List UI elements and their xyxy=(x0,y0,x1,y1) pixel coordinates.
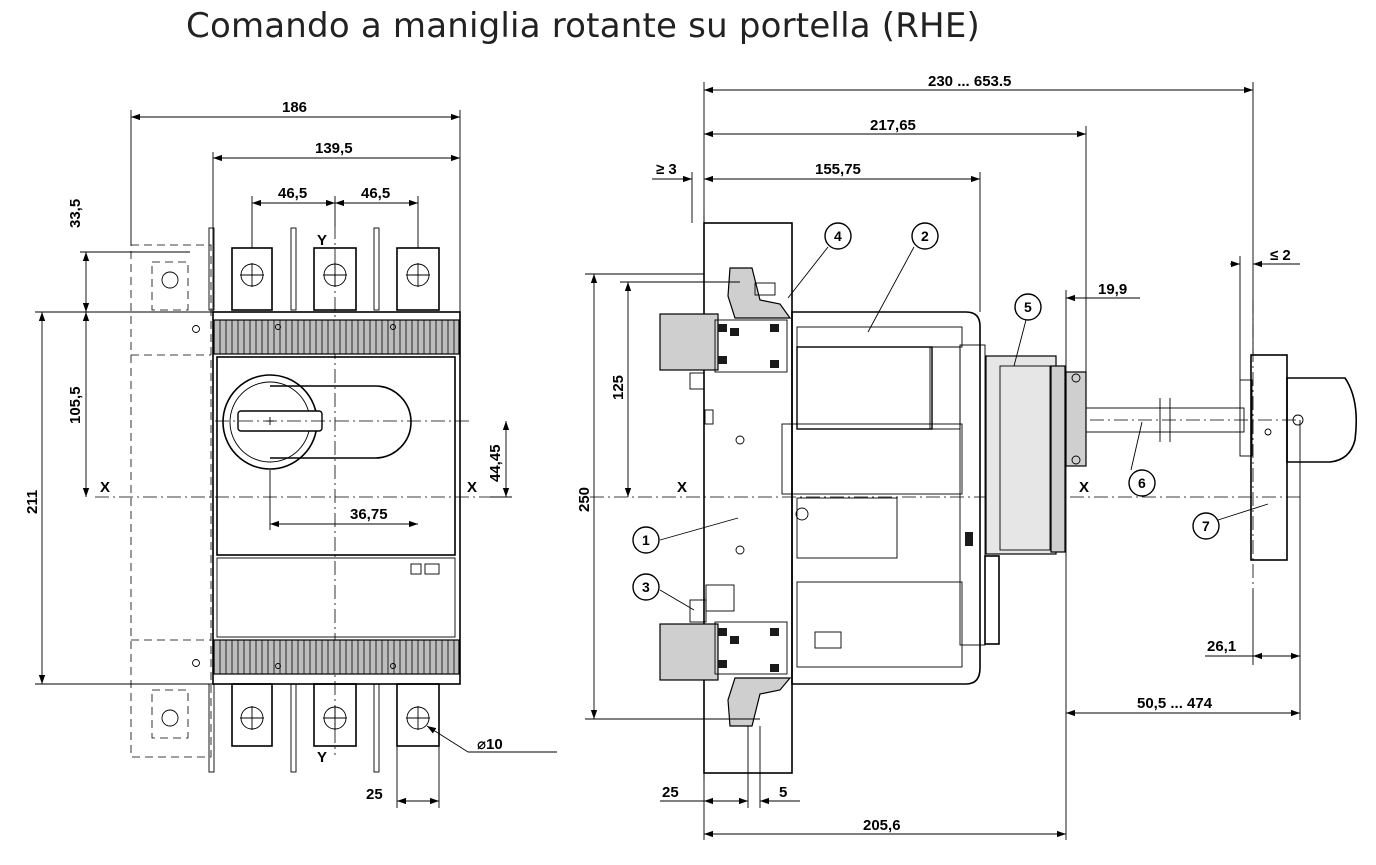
dim-19-9: 19,9 xyxy=(1098,281,1127,298)
axis-x-left: X xyxy=(100,479,110,496)
dim-211: 211 xyxy=(24,490,41,514)
dim-139-5: 139,5 xyxy=(315,140,353,157)
handle-panel xyxy=(216,356,456,556)
dim-250: 250 xyxy=(576,487,593,512)
dim-50-5-474: 50,5 ... 474 xyxy=(1137,695,1213,712)
dim-105-5: 105,5 xyxy=(67,386,84,424)
dim-230-653: 230 ... 653.5 xyxy=(928,73,1011,90)
axis-y-bottom: Y xyxy=(317,749,327,766)
dim-hole-10: ⌀10 xyxy=(477,736,503,753)
side-dimensions xyxy=(585,82,1301,840)
axis-x-right: X xyxy=(467,479,477,496)
dim-186: 186 xyxy=(282,99,307,116)
dim-33-5: 33,5 xyxy=(67,199,84,228)
rotary-handle xyxy=(215,374,470,470)
top-bracket xyxy=(659,267,792,390)
dim-205-6: 205,6 xyxy=(863,817,901,834)
operating-mechanism xyxy=(985,355,1057,555)
callout-7: 7 xyxy=(1202,518,1210,534)
dim-ge-3: ≥ 3 xyxy=(656,161,677,178)
front-view: 186 139,5 46,5 46,5 33,5 211 105,5 44,45… xyxy=(24,99,557,808)
top-grille xyxy=(213,319,460,355)
dim-44-45: 44,45 xyxy=(487,444,504,482)
callouts xyxy=(632,222,1269,611)
callout-5: 5 xyxy=(1024,299,1032,315)
axis-y-top: Y xyxy=(317,232,327,249)
door-handle xyxy=(1239,354,1358,561)
dim-5-side: 5 xyxy=(779,784,787,801)
dim-25-side: 25 xyxy=(662,784,679,801)
callout-2: 2 xyxy=(921,228,929,244)
bottom-grille-lines xyxy=(219,640,455,674)
callout-1: 1 xyxy=(642,532,650,548)
dim-125: 125 xyxy=(610,375,627,400)
bottom-grille xyxy=(213,639,460,675)
dim-le-2: ≤ 2 xyxy=(1270,247,1291,264)
dim-25-front: 25 xyxy=(366,786,383,803)
callout-3: 3 xyxy=(642,579,650,595)
dim-155-75: 155,75 xyxy=(815,161,861,178)
shaft xyxy=(1085,407,1245,433)
dim-26-1: 26,1 xyxy=(1207,638,1236,655)
side-axis-x-right: X xyxy=(1079,479,1089,496)
dim-46-5-left: 46,5 xyxy=(278,185,307,202)
breaker-body xyxy=(212,311,461,685)
front-dimensions xyxy=(35,110,557,808)
bottom-terminals xyxy=(151,683,440,773)
callout-6: 6 xyxy=(1138,475,1146,491)
page-title: Comando a maniglia rotante su portella (… xyxy=(186,6,980,46)
dim-217-65: 217,65 xyxy=(870,117,916,134)
breaker-side-body xyxy=(791,311,981,685)
bottom-bracket xyxy=(659,584,792,727)
top-terminals xyxy=(151,227,440,311)
top-grille-lines xyxy=(219,320,455,354)
mounting-plate-outline xyxy=(130,244,212,758)
dim-46-5-right: 46,5 xyxy=(361,185,390,202)
side-view: 4 2 5 6 7 1 3 xyxy=(576,73,1358,840)
callout-4: 4 xyxy=(834,228,842,244)
dim-36-75: 36,75 xyxy=(350,506,388,523)
shaft-flange xyxy=(1065,371,1087,467)
side-axis-x-left: X xyxy=(677,479,687,496)
